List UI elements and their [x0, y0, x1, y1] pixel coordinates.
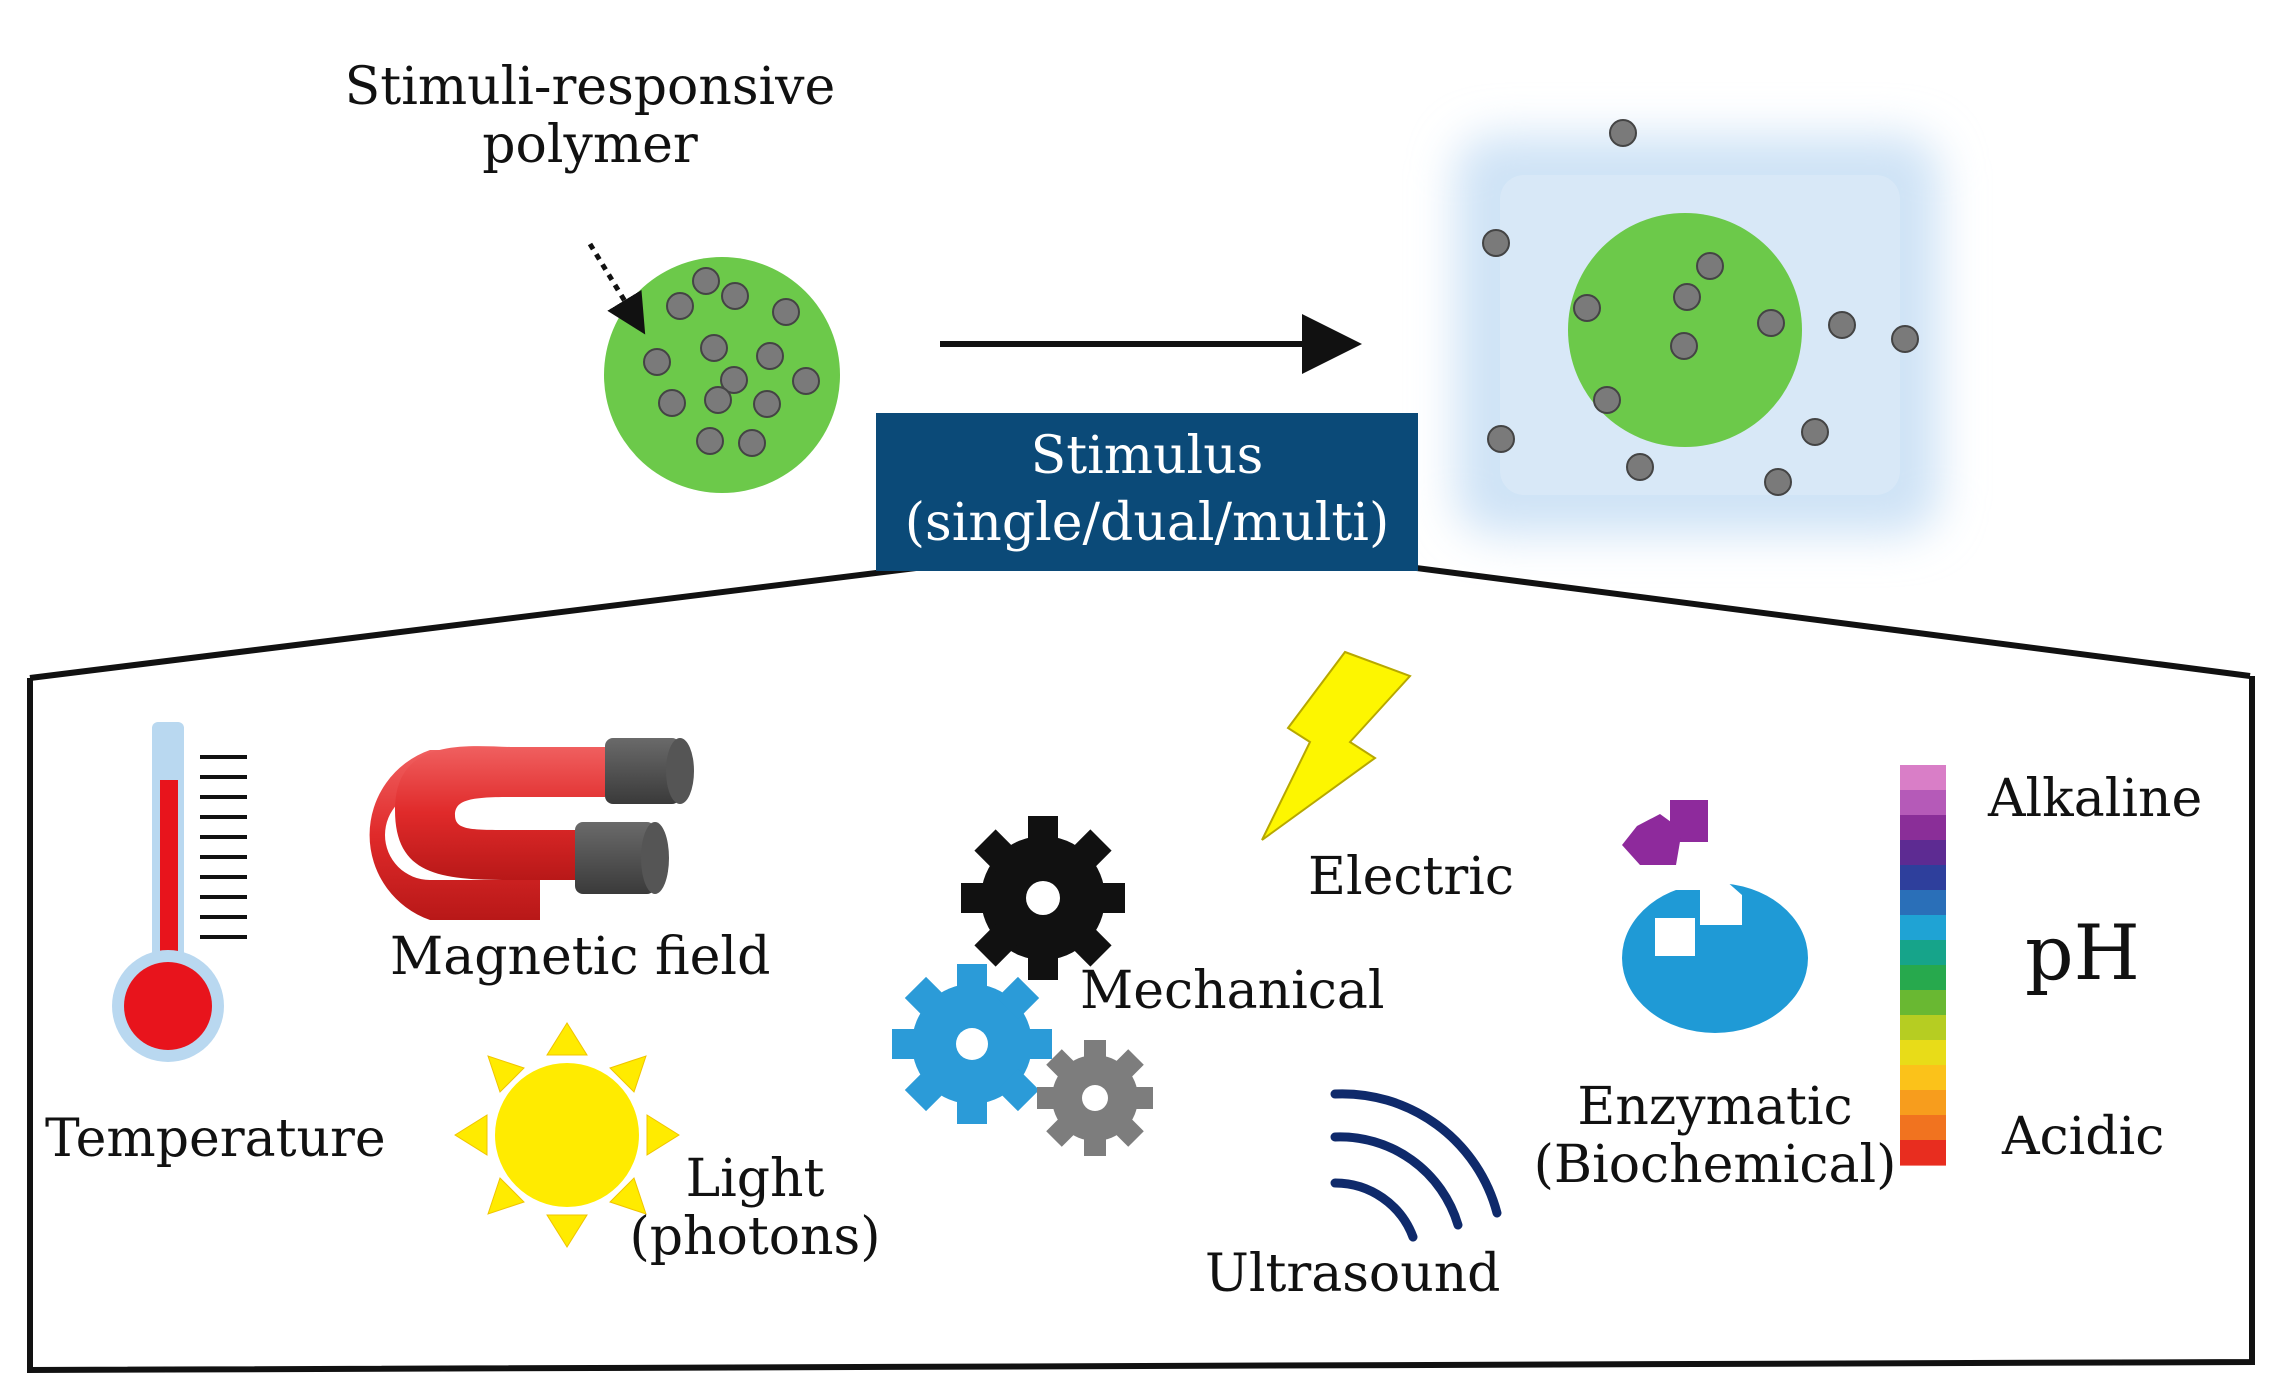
drug-molecules-loaded — [643, 267, 820, 457]
lightning-bolt-icon — [1261, 650, 1412, 841]
ph-segment — [1900, 790, 1946, 816]
ph-segment — [1900, 915, 1946, 941]
black-gear — [961, 816, 1125, 980]
ph-segment — [1900, 815, 1946, 841]
ph-segment — [1900, 890, 1946, 916]
swollen-polymer-sphere — [1568, 213, 1802, 447]
blue-gear — [892, 964, 1052, 1124]
ph-segment — [1900, 990, 1946, 1016]
ph-segment — [1900, 765, 1946, 791]
polymer-pointer-arrow — [587, 242, 646, 335]
ph-segment — [1900, 1090, 1946, 1116]
magnet-icon — [369, 738, 694, 920]
ph-segment — [1900, 1015, 1946, 1041]
ph-segment — [1900, 1115, 1946, 1141]
release-state — [1455, 119, 1940, 535]
ph-segment — [1900, 840, 1946, 866]
light-label: Light (photons) — [615, 1149, 895, 1268]
enzymatic-label-line2: (Biochemical) — [1533, 1135, 1897, 1196]
stimulus-label: Stimulus — [1030, 426, 1264, 486]
polymer-label: Stimuli-responsive polymer — [325, 57, 855, 176]
stimuli-panel-outline — [27, 559, 2255, 1374]
thermometer-icon — [112, 722, 247, 1062]
polymer-label-line2: polymer — [482, 115, 698, 176]
enzyme-icon — [1622, 800, 1808, 1033]
ph-label: pH — [2025, 908, 2140, 997]
stimulus-types-label: (single/dual/multi) — [904, 492, 1390, 553]
electric-label: Electric — [1308, 847, 1514, 907]
ultrasound-label: Ultrasound — [1205, 1244, 1501, 1304]
ph-segment — [1900, 865, 1946, 891]
light-label-line1: Light — [685, 1149, 825, 1209]
substrate-shapes — [1622, 800, 1708, 865]
sun-icon — [454, 1022, 680, 1248]
magnetic-field-label: Magnetic field — [390, 927, 771, 987]
released-drug-molecules — [1482, 119, 1919, 496]
ph-segment — [1900, 1140, 1946, 1166]
polymer-label-line1: Stimuli-responsive — [344, 57, 836, 117]
acidic-label: Acidic — [2002, 1107, 2165, 1167]
ph-segment — [1900, 1040, 1946, 1066]
gray-gear — [1037, 1040, 1153, 1156]
ph-segment — [1900, 1065, 1946, 1091]
light-label-line2: (photons) — [629, 1207, 881, 1268]
ph-segment — [1900, 965, 1946, 991]
alkaline-label: Alkaline — [1988, 769, 2203, 829]
polymer-particle — [604, 257, 840, 493]
enzymatic-label: Enzymatic (Biochemical) — [1525, 1077, 1905, 1196]
ph-segment — [1900, 940, 1946, 966]
ph-scale-bar — [1900, 765, 1946, 1166]
temperature-label: Temperature — [45, 1109, 386, 1169]
enzymatic-label-line1: Enzymatic — [1577, 1077, 1853, 1137]
ultrasound-waves-icon — [1330, 1089, 1502, 1242]
mechanical-label: Mechanical — [1080, 961, 1385, 1021]
stimulus-box: Stimulus (single/dual/multi) — [876, 413, 1418, 571]
